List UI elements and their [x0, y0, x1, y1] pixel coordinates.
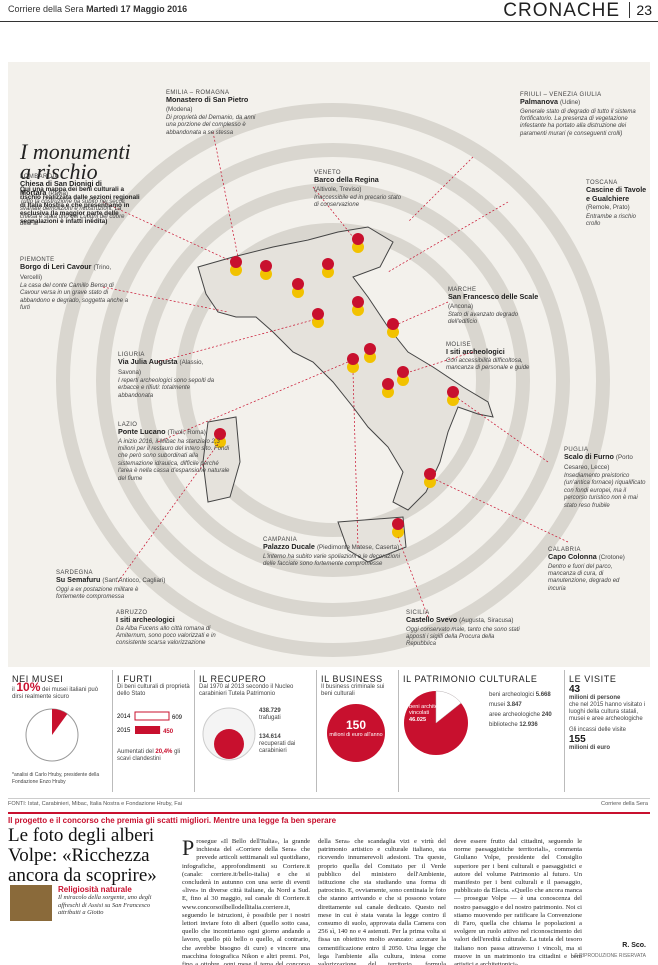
- site-lombardia: LOMBARDIA Chiesa di San Dionigi di Morta…: [20, 174, 125, 228]
- furti-bar-2015: [135, 726, 161, 734]
- section-title: CRONACHE: [503, 0, 620, 21]
- risk-markers: [214, 233, 459, 538]
- site-piemonte: PIEMONTE Borgo di Leri Cavour (Trino, Ve…: [20, 257, 129, 312]
- site-puglia: PUGLIA Scalo di Furno (Porto Cesareo, Le…: [564, 447, 646, 509]
- newspaper-name: Corriere della Sera: [8, 4, 84, 14]
- sources-line: FONTI: Istat, Carabinieri, Mibac, Italia…: [8, 798, 650, 807]
- furti-increase: 20,4%: [155, 749, 173, 755]
- stat-furti: I FURTI Di beni culturali di proprietà d…: [112, 670, 192, 792]
- author-signature: R. Sco.: [622, 942, 646, 949]
- site-emilia-romagna: EMILIA – ROMAGNA Monastero di San Pietro…: [166, 90, 256, 136]
- musei-percent: 10%: [16, 680, 41, 694]
- drop-cap: P: [182, 835, 195, 860]
- article-kicker: Il progetto e il concorso che premia gli…: [8, 812, 650, 825]
- recupero-circles: [202, 707, 256, 761]
- stat-musei: NEI MUSEI il 10% dei musei italiani può …: [8, 670, 110, 792]
- site-toscana: TOSCANA Cascine di Tavole e Gualchiere (…: [586, 180, 647, 227]
- business-badge: 150 milioni di euro all'anno: [327, 704, 385, 762]
- patrimonio-pie: [404, 690, 468, 755]
- furti-value-2014: 609: [172, 715, 183, 721]
- musei-pie: [25, 708, 79, 762]
- site-campania: CAMPANIA Palazzo Ducale (Piedimonte Mate…: [263, 537, 400, 567]
- article-headline: Le foto degli alberi Volpe: «Ricchezza a…: [8, 825, 157, 886]
- site-veneto: VENETO Barco della Regina (Altivole, Tre…: [314, 170, 402, 209]
- copyright-notice: © RIPRODUZIONE RISERVATA: [574, 953, 646, 959]
- site-sicilia: SICILIA Castello Svevo (Augusta, Siracus…: [406, 610, 520, 648]
- musei-note: *analisi di Carlo Hruby, presidente dell…: [12, 772, 100, 785]
- furti-value-2015: 450: [163, 729, 174, 735]
- stat-patrimonio: IL PATRIMONIO CULTURALE beni architetton…: [398, 670, 562, 792]
- article-column-2: della Sera» che scandaglia vizi e virtù …: [318, 838, 446, 965]
- site-calabria: CALABRIA Capo Colonna (Crotone) Dentro e…: [548, 547, 625, 592]
- article-column-3: deve essere frutto dal cittadini, seguen…: [454, 838, 582, 965]
- visite-revenue-value: 155: [569, 734, 586, 745]
- sardinia-map: [202, 416, 241, 503]
- patrimonio-list: beni archeologici 5.668 musei 3.847 aree…: [489, 692, 552, 728]
- stat-recupero: IL RECUPERO Dal 1970 al 2013 secondo il …: [194, 670, 314, 792]
- furti-bars: 2014 2015 609 450: [117, 711, 183, 735]
- site-friuli: FRIULI – VENEZIA GIULIA Palmanova (Udine…: [520, 92, 636, 137]
- image-caption: Religiosità naturale Il miracolo della s…: [58, 885, 152, 917]
- masthead-line: Corriere della Sera Martedì 17 Maggio 20…: [8, 4, 187, 14]
- background-rings: [56, 103, 610, 657]
- musei-pie-slice: [52, 709, 68, 735]
- site-marche: MARCHE San Francesco delle Scale (Ancona…: [448, 287, 539, 326]
- leader-lines: [102, 131, 569, 618]
- stats-band: NEI MUSEI il 10% dei musei italiani può …: [8, 670, 650, 792]
- italy-map: [197, 226, 494, 511]
- stat-visite: LE VISITE 43 milioni di persone che nel …: [564, 670, 650, 792]
- furti-year-0: 2014: [117, 714, 131, 720]
- sicily-map: [337, 516, 407, 563]
- site-lazio: LAZIO Ponte Lucano (Tivoli, Roma) A iniz…: [118, 422, 230, 482]
- site-sardegna: SARDEGNA Su Semafuru (Sant'Antioco, Cagl…: [56, 570, 166, 600]
- recupero-trafugati-value: 438.729: [259, 708, 281, 714]
- patrimonio-center-value: 46.025: [409, 716, 427, 723]
- issue-date: Martedì 17 Maggio 2016: [86, 4, 188, 14]
- infographic-intro: Qui una mappa dei beni culturali a risch…: [20, 186, 140, 225]
- page-header: Corriere della Sera Martedì 17 Maggio 20…: [0, 0, 658, 22]
- map-illustration: [56, 103, 610, 657]
- site-molise: MOLISE I siti archeologici Con accessibi…: [446, 342, 530, 371]
- infographic-title: I monumenti a rischio: [20, 139, 131, 184]
- furti-year-1: 2015: [117, 728, 131, 734]
- monuments-infographic: I monumenti a rischio Qui una mappa dei …: [8, 62, 650, 667]
- furti-bar-2014: [134, 711, 170, 721]
- giotto-fresco-image: [10, 885, 52, 921]
- page-number: 23: [629, 2, 652, 18]
- visite-people-value: 43: [569, 684, 581, 695]
- site-liguria: LIGURIA Via Julia Augusta (Alassio, Savo…: [118, 352, 215, 399]
- stat-business: IL BUSINESS Il business criminale sui be…: [316, 670, 396, 792]
- recupero-recuperati-value: 134.614: [259, 734, 281, 740]
- site-abruzzo: ABRUZZO I siti archeologici Da Alba Fuce…: [116, 610, 216, 647]
